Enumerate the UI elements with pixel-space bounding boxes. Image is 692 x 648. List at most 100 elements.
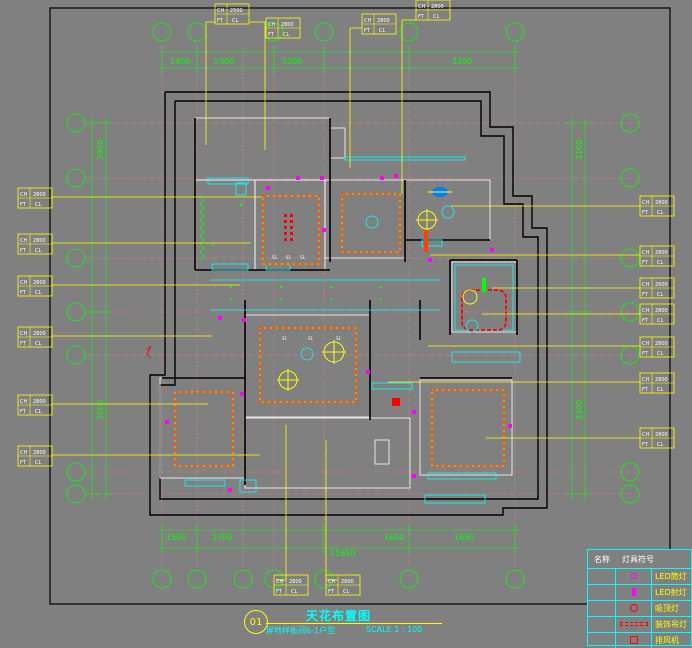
tag-ch-label: CH: [328, 579, 335, 585]
tag-ft-value: CL: [657, 210, 663, 216]
tag-ft-label: FT: [20, 409, 27, 415]
drawing-scale: SCALE 1 : 100: [366, 625, 423, 634]
tag-ft-value: CL: [343, 589, 349, 595]
dim-top-4: 3200: [452, 57, 472, 66]
legend-label-exhaust-fan: 排风机: [655, 636, 679, 645]
pendant-lights: [277, 209, 478, 391]
tag-ft-value: CL: [657, 442, 663, 448]
tag-ft-value: CL: [35, 409, 41, 415]
tag-ft-label: FT: [418, 14, 425, 20]
tag-ch-label: CH: [642, 377, 649, 383]
tag-ch-value: 2800: [377, 18, 390, 24]
tag-ft-label: FT: [20, 460, 27, 466]
legend-label-led-downlight: LED筒灯: [655, 572, 687, 581]
tag-ch-value: 2800: [655, 341, 668, 347]
legend-row-led-downlight: LED筒灯: [588, 569, 691, 585]
tag-ft-value: CL: [283, 32, 289, 38]
tag-ft-value: CL: [657, 387, 663, 393]
tag-ft-value: CL: [379, 28, 385, 34]
title-underline: [266, 623, 442, 624]
dim-top-2: 2300: [214, 57, 234, 66]
tag-ft-label: FT: [642, 442, 649, 448]
tag-ch-value: 2600: [655, 282, 668, 288]
tag-ft-value: CL: [35, 460, 41, 466]
strip-icon: [620, 622, 648, 626]
legend-header-name: 名称: [594, 554, 610, 564]
tag-ch-value: 2800: [33, 399, 46, 405]
tag-ch-label: CH: [642, 200, 649, 206]
tag-ft-label: FT: [20, 341, 27, 347]
tag-ft-value: CL: [35, 290, 41, 296]
legend-label-ceiling-lamp: 吸顶灯: [655, 604, 679, 613]
tag-ch-value: 2800: [33, 238, 46, 244]
break-mark: [146, 345, 152, 359]
drawing-number: 01: [244, 610, 268, 634]
tag-ch-label: CH: [364, 18, 371, 24]
tag-ch-label: CH: [642, 308, 649, 314]
red-block: [392, 398, 400, 406]
tag-ft-label: FT: [364, 28, 371, 34]
tag-ch-value: 2500: [230, 8, 243, 14]
tag-ft-label: FT: [642, 318, 649, 324]
drawing-subtitle: 屏地样板间6-1户型: [266, 626, 336, 635]
tag-ch-label: CH: [418, 4, 425, 10]
dimension-ticks: [86, 46, 592, 554]
tag-ch-label: CH: [217, 8, 224, 14]
tag-ch-label: CH: [276, 579, 283, 585]
dim-left-1: 3900: [96, 140, 105, 160]
legend-header: 名称 灯具符号: [588, 550, 691, 569]
tag-ft-value: CL: [291, 589, 297, 595]
ceiling-lamp: [428, 187, 452, 197]
dimension-text: 1400 2300 3200 3200 1500 2700 1600 1650 …: [96, 57, 584, 558]
dim-bottom-total: 11650: [330, 549, 355, 558]
tag-ch-label: CH: [268, 22, 275, 28]
legend-header-symbol: 灯具符号: [622, 554, 654, 564]
downlight-cluster: [284, 214, 293, 241]
exhaust-fans: [300, 205, 479, 361]
drawing-title-block: 01 天花布置图 屏地样板间6-1户型 SCALE 1 : 100: [244, 606, 444, 646]
tag-ch-value: 2800: [655, 377, 668, 383]
orange-vertical: [424, 230, 428, 252]
tag-ft-value: CL: [35, 202, 41, 208]
svg-text:S1: S1: [286, 255, 292, 260]
tag-ch-value: 2800: [33, 192, 46, 198]
ceiling-zones: [159, 117, 518, 489]
tag-ch-value: 2800: [655, 432, 668, 438]
crosshair-icon: [631, 573, 637, 579]
tag-ch-label: CH: [642, 250, 649, 256]
tag-ch-value: 2800: [655, 308, 668, 314]
tag-ft-value: CL: [433, 14, 439, 20]
tag-ch-value: 2800: [33, 450, 46, 456]
tag-ch-label: CH: [20, 192, 27, 198]
svg-text:S1: S1: [336, 336, 342, 341]
drawing-frame: [49, 7, 671, 605]
tag-ft-label: FT: [642, 387, 649, 393]
tag-ch-label: CH: [642, 341, 649, 347]
green-markers: [212, 204, 486, 300]
legend-row-pendant: 装饰吊灯: [588, 617, 691, 633]
tag-ch-label: CH: [20, 280, 27, 286]
spotlights: [165, 174, 512, 492]
legend-row-ceiling-lamp: 吸顶灯: [588, 601, 691, 617]
dim-bottom-1: 1500: [166, 533, 186, 542]
tag-ft-label: FT: [642, 351, 649, 357]
svg-text:S1: S1: [272, 255, 278, 260]
legend-row-led-spotlight: LED射灯: [588, 585, 691, 601]
tag-ft-value: CL: [232, 18, 238, 24]
tag-ft-label: FT: [268, 32, 275, 38]
fan-icon: [630, 636, 638, 644]
tag-ft-label: FT: [20, 202, 27, 208]
